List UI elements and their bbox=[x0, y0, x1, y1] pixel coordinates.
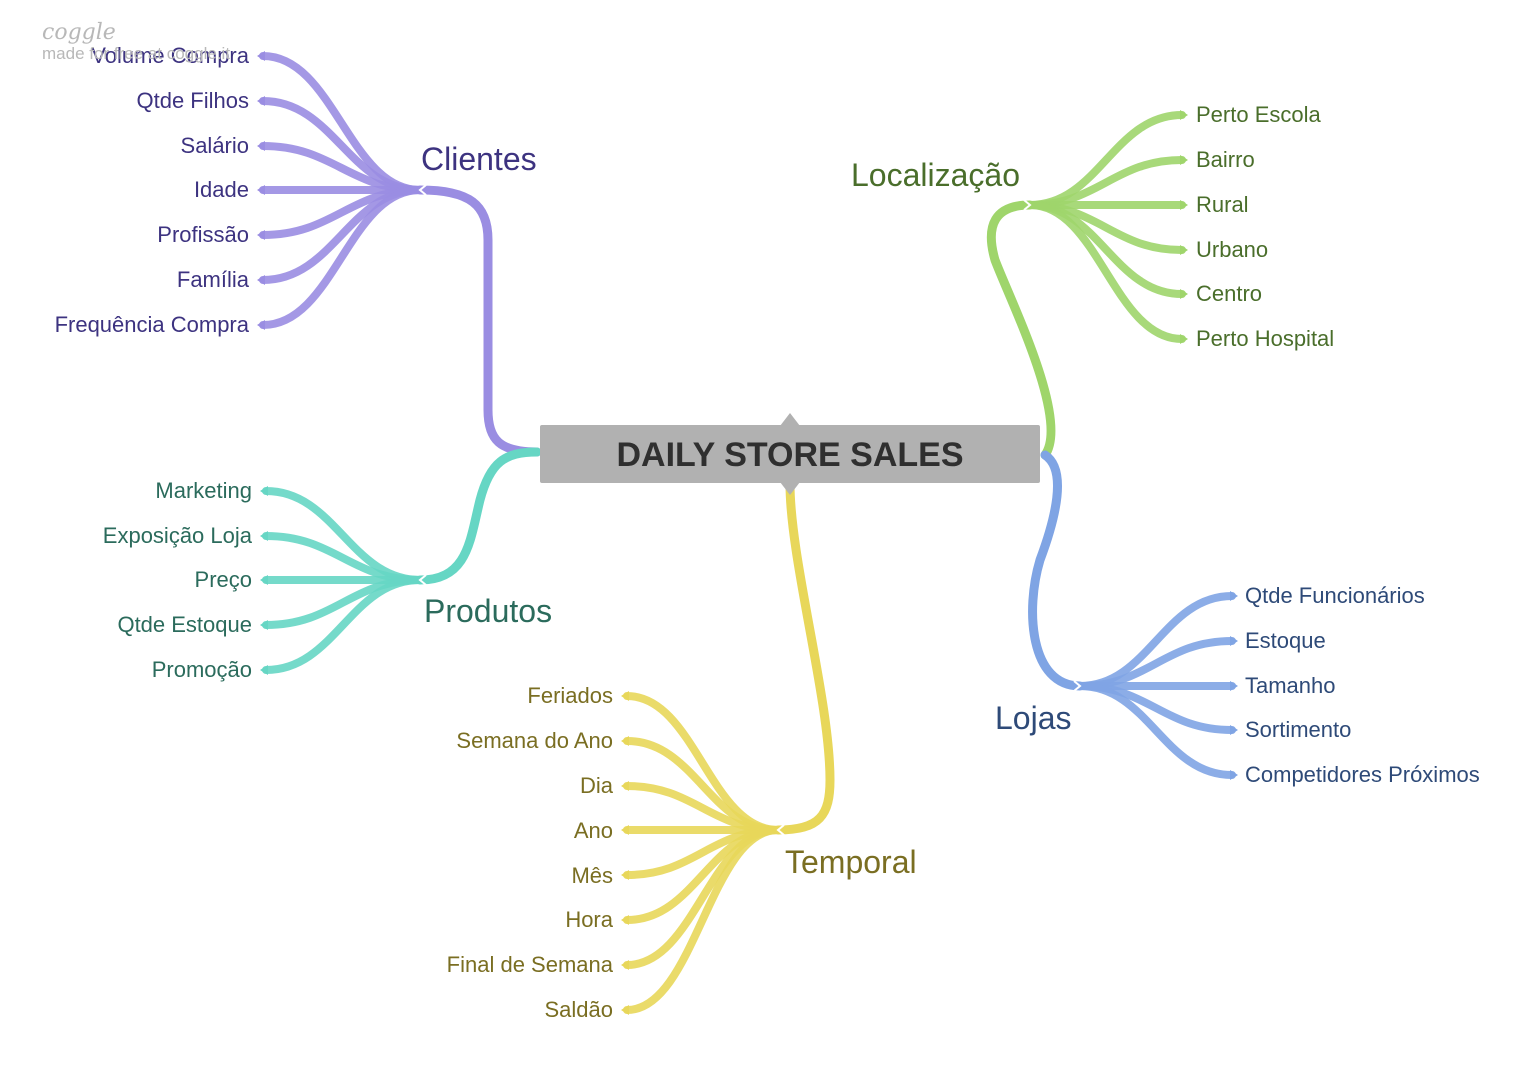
root-node-label: DAILY STORE SALES bbox=[616, 436, 963, 474]
branch-label-temporal[interactable]: Temporal bbox=[785, 844, 917, 880]
leaf-link bbox=[623, 826, 782, 1014]
leaf-arrow-tip bbox=[1180, 110, 1188, 120]
leaf-arrow-tip bbox=[621, 870, 629, 880]
leaf-arrow-tip bbox=[1230, 725, 1238, 735]
leaf-perto-hospital[interactable]: Perto Hospital bbox=[1196, 326, 1334, 351]
branch-label-localizacao[interactable]: Localização bbox=[851, 157, 1020, 193]
leaf-profissao[interactable]: Profissão bbox=[157, 222, 249, 247]
leaf-link bbox=[259, 186, 424, 329]
leaf-rural[interactable]: Rural bbox=[1196, 192, 1249, 217]
hub-chevron-icon bbox=[418, 184, 427, 196]
leaf-bairro[interactable]: Bairro bbox=[1196, 147, 1255, 172]
label-layer: Clientes Volume Compra Qtde Filhos Salár… bbox=[55, 43, 1480, 1022]
leaf-arrow-tip bbox=[621, 1005, 629, 1015]
leaf-promocao[interactable]: Promoção bbox=[152, 657, 252, 682]
root-node-bottom-tab bbox=[780, 482, 800, 495]
leaf-arrow-tip bbox=[257, 96, 265, 106]
branch-localizacao-main-link bbox=[986, 200, 1056, 460]
connector-layer bbox=[257, 51, 1238, 1015]
leaf-link bbox=[1026, 201, 1186, 343]
leaf-marketing[interactable]: Marketing bbox=[155, 478, 252, 503]
leaf-sortimento[interactable]: Sortimento bbox=[1245, 717, 1351, 742]
leaf-exposicao-loja[interactable]: Exposição Loja bbox=[103, 523, 253, 548]
leaf-arrow-tip bbox=[257, 185, 265, 195]
branch-produtos-connectors bbox=[260, 447, 542, 675]
branch-temporal-connectors bbox=[621, 479, 835, 1015]
leaf-final-de-semana[interactable]: Final de Semana bbox=[447, 952, 614, 977]
leaf-arrow-tip bbox=[257, 141, 265, 151]
leaf-estoque[interactable]: Estoque bbox=[1245, 628, 1326, 653]
hub-chevron-icon bbox=[1073, 680, 1082, 692]
leaf-arrow-tip bbox=[260, 486, 268, 496]
branch-clientes-connectors bbox=[257, 51, 542, 457]
leaf-saldao[interactable]: Saldão bbox=[544, 997, 613, 1022]
branch-produtos-main-link bbox=[415, 447, 542, 585]
leaf-centro[interactable]: Centro bbox=[1196, 281, 1262, 306]
leaf-arrow-tip bbox=[1230, 681, 1238, 691]
leaf-arrow-tip bbox=[621, 781, 629, 791]
branch-clientes-main-link bbox=[415, 185, 542, 457]
leaf-feriados[interactable]: Feriados bbox=[527, 683, 613, 708]
branch-localizacao-connectors bbox=[986, 110, 1188, 460]
leaf-arrow-tip bbox=[621, 960, 629, 970]
leaf-ano[interactable]: Ano bbox=[574, 818, 613, 843]
leaf-arrow-tip bbox=[257, 230, 265, 240]
leaf-competidores-proximos[interactable]: Competidores Próximos bbox=[1245, 762, 1480, 787]
leaf-arrow-tip bbox=[1180, 289, 1188, 299]
leaf-arrow-tip bbox=[257, 320, 265, 330]
leaf-hora[interactable]: Hora bbox=[565, 907, 613, 932]
branch-label-produtos[interactable]: Produtos bbox=[424, 593, 552, 629]
branch-lojas-connectors bbox=[1028, 450, 1238, 780]
root-node-box bbox=[540, 425, 1040, 483]
branch-label-lojas[interactable]: Lojas bbox=[995, 700, 1072, 736]
hub-chevron-icon bbox=[1023, 199, 1032, 211]
leaf-frequencia-compra[interactable]: Frequência Compra bbox=[55, 312, 250, 337]
hub-chevron-icon bbox=[776, 824, 785, 836]
leaf-qtde-filhos[interactable]: Qtde Filhos bbox=[137, 88, 250, 113]
leaf-mes[interactable]: Mês bbox=[571, 863, 613, 888]
leaf-arrow-tip bbox=[621, 915, 629, 925]
leaf-arrow-tip bbox=[260, 665, 268, 675]
root-node-top-tab bbox=[780, 413, 800, 426]
leaf-arrow-tip bbox=[621, 736, 629, 746]
leaf-arrow-tip bbox=[260, 531, 268, 541]
leaf-arrow-tip bbox=[1230, 636, 1238, 646]
leaf-qtde-estoque[interactable]: Qtde Estoque bbox=[117, 612, 252, 637]
leaf-qtde-funcionarios[interactable]: Qtde Funcionários bbox=[1245, 583, 1425, 608]
leaf-arrow-tip bbox=[257, 51, 265, 61]
leaf-idade[interactable]: Idade bbox=[194, 177, 249, 202]
coggle-tagline: made for free at coggle.it bbox=[42, 44, 231, 63]
leaf-dia[interactable]: Dia bbox=[580, 773, 614, 798]
leaf-arrow-tip bbox=[260, 575, 268, 585]
branch-temporal-main-link bbox=[773, 479, 835, 835]
coggle-watermark[interactable]: coggle made for free at coggle.it bbox=[42, 22, 230, 64]
leaf-tamanho[interactable]: Tamanho bbox=[1245, 673, 1336, 698]
leaf-preco[interactable]: Preço bbox=[195, 567, 252, 592]
leaf-semana-do-ano[interactable]: Semana do Ano bbox=[456, 728, 613, 753]
leaf-arrow-tip bbox=[260, 620, 268, 630]
leaf-arrow-tip bbox=[1230, 591, 1238, 601]
leaf-familia[interactable]: Família bbox=[177, 267, 250, 292]
leaf-arrow-tip bbox=[1180, 200, 1188, 210]
leaf-volume-compra[interactable]: Volume Compra bbox=[91, 43, 250, 68]
leaf-urbano[interactable]: Urbano bbox=[1196, 237, 1268, 262]
leaf-arrow-tip bbox=[621, 691, 629, 701]
leaf-arrow-tip bbox=[1230, 770, 1238, 780]
branch-label-clientes[interactable]: Clientes bbox=[421, 141, 537, 177]
leaf-arrow-tip bbox=[1180, 155, 1188, 165]
leaf-arrow-tip bbox=[1180, 245, 1188, 255]
branch-lojas-main-link bbox=[1028, 450, 1085, 691]
leaf-link bbox=[1076, 682, 1236, 779]
root-node[interactable]: DAILY STORE SALES bbox=[540, 413, 1040, 495]
leaf-arrow-tip bbox=[257, 275, 265, 285]
leaf-arrow-tip bbox=[621, 825, 629, 835]
coggle-logo: coggle bbox=[42, 20, 116, 45]
leaf-link bbox=[262, 576, 424, 674]
hub-chevron-icon bbox=[418, 574, 427, 586]
leaf-arrow-tip bbox=[1180, 334, 1188, 344]
leaf-perto-escola[interactable]: Perto Escola bbox=[1196, 102, 1321, 127]
leaf-salario[interactable]: Salário bbox=[181, 133, 249, 158]
